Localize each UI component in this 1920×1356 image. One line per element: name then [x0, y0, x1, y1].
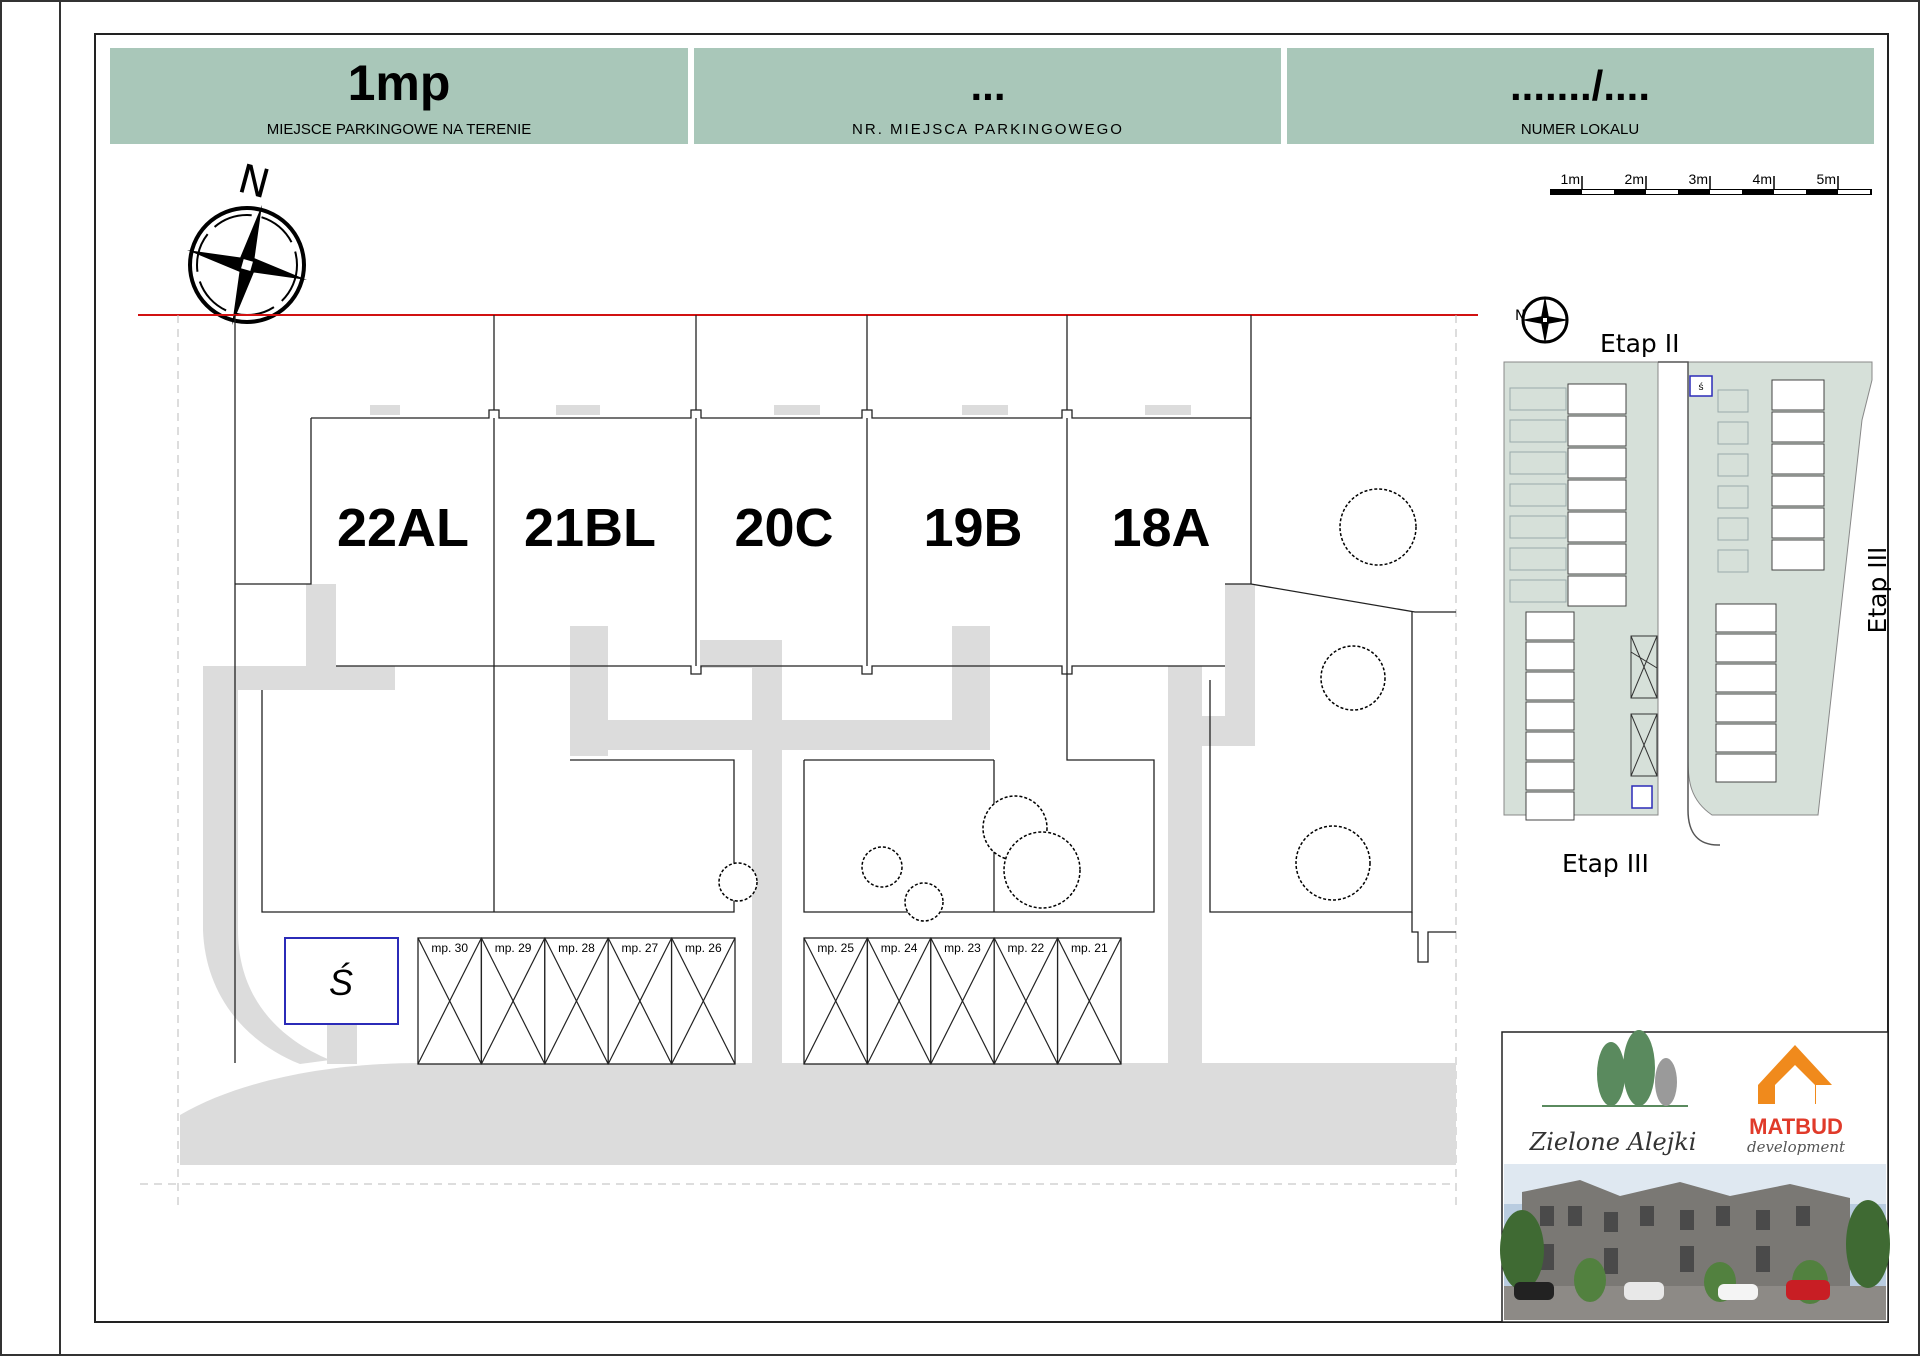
- branding: Zielone Alejki MATBUD development: [1500, 1030, 1890, 1323]
- parking-space-label: mp. 21: [1071, 941, 1108, 955]
- svg-text:N: N: [1515, 308, 1525, 324]
- matbud-logo: MATBUD development: [1747, 1045, 1846, 1156]
- zielone-alejki-logo: Zielone Alejki: [1529, 1030, 1697, 1156]
- tree-icon: [904, 882, 944, 922]
- header: 1mp MIEJSCE PARKINGOWE NA TERENIE ... NR…: [110, 48, 1874, 144]
- unit-label-22al: 22AL: [337, 498, 469, 558]
- parking-space: mp. 24: [866, 937, 932, 1065]
- tree-icon: [1339, 488, 1417, 566]
- unit-label-19b: 19B: [923, 498, 1022, 558]
- unit-labels: 22AL 21BL 20C 19B 18A: [337, 498, 1211, 558]
- parking-row-left: mp. 30 mp. 29 mp. 28 mp. 27 mp. 26: [417, 937, 736, 1065]
- development-text: development: [1747, 1138, 1846, 1156]
- unit-number-box: [1287, 48, 1874, 144]
- tree-icon: [861, 846, 903, 888]
- unit-number-caption: NUMER LOKALU: [1521, 121, 1639, 138]
- parking-space: mp. 23: [930, 937, 995, 1065]
- parking-space-label: mp. 24: [881, 941, 918, 955]
- minimap-etap-bottom: Etap III: [1562, 849, 1649, 878]
- unit-number-value: ......./....: [1510, 62, 1650, 109]
- parking-number-value: ...: [970, 62, 1005, 109]
- scale-label: 1m: [1561, 171, 1580, 187]
- tree-icon: [1320, 645, 1386, 711]
- walkway-paths: [180, 405, 1456, 1165]
- matbud-text: MATBUD: [1749, 1114, 1843, 1139]
- parking-space-label: mp. 30: [431, 941, 468, 955]
- scale-label: 4m: [1753, 171, 1772, 187]
- parking-space-label: mp. 26: [685, 941, 722, 955]
- tree-icon: [718, 862, 758, 902]
- scale-label: 5m: [1817, 171, 1836, 187]
- unit-label-18a: 18A: [1111, 498, 1210, 558]
- building-rendering-photo: [1500, 1164, 1890, 1320]
- trees: [718, 488, 1417, 922]
- parking-space-label: mp. 23: [944, 941, 981, 955]
- minimap-bin-mark: ś: [1699, 382, 1704, 393]
- minimap-etap-side: Etap III: [1863, 547, 1892, 634]
- parking-number-box: [694, 48, 1281, 144]
- parking-space: mp. 30: [417, 937, 483, 1065]
- parking-count-caption: MIEJSCE PARKINGOWE NA TERENIE: [267, 121, 532, 138]
- parking-number-caption: NR. MIEJSCA PARKINGOWEGO: [852, 121, 1124, 138]
- parking-space-label: mp. 27: [622, 941, 659, 955]
- parking-row-right: mp. 25 mp. 24 mp. 23 mp. 22 mp. 21: [803, 937, 1122, 1065]
- parking-space: mp. 27: [607, 937, 673, 1065]
- zielone-alejki-text: Zielone Alejki: [1529, 1128, 1697, 1156]
- parking-space: mp. 25: [803, 937, 869, 1065]
- tree-icon: [1295, 825, 1371, 901]
- parking-count-box: [110, 48, 688, 144]
- parking-space-label: mp. 25: [817, 941, 854, 955]
- waste-bin-area: [284, 937, 399, 1025]
- parking-space: mp. 21: [1056, 937, 1122, 1065]
- compass-icon: N: [187, 156, 307, 325]
- parking-count-value: 1mp: [348, 55, 451, 111]
- scale-label: 2m: [1625, 171, 1644, 187]
- drawing-frame: [94, 33, 1889, 1323]
- tree-icon: [1003, 831, 1081, 909]
- waste-bin-label: Ś: [329, 961, 353, 1003]
- minimap-etap-top: Etap II: [1600, 329, 1679, 358]
- minimap-compass-icon: N: [1515, 296, 1569, 344]
- scale-bar: 1m 2m 3m 4m 5m: [1550, 171, 1872, 195]
- scale-label: 3m: [1689, 171, 1708, 187]
- unit-label-20c: 20C: [734, 498, 833, 558]
- minimap: N Etap II Etap III Etap III ś: [1503, 296, 1892, 878]
- parking-space-label: mp. 28: [558, 941, 595, 955]
- unit-label-21bl: 21BL: [524, 498, 656, 558]
- building-outlines: [234, 315, 1456, 1063]
- parking-space-label: mp. 22: [1008, 941, 1045, 955]
- parking-space-label: mp. 29: [495, 941, 532, 955]
- parking-space: mp. 29: [480, 937, 546, 1065]
- parking-space: mp. 26: [670, 937, 736, 1065]
- parking-space: mp. 28: [544, 937, 609, 1065]
- parking-space: mp. 22: [993, 937, 1059, 1065]
